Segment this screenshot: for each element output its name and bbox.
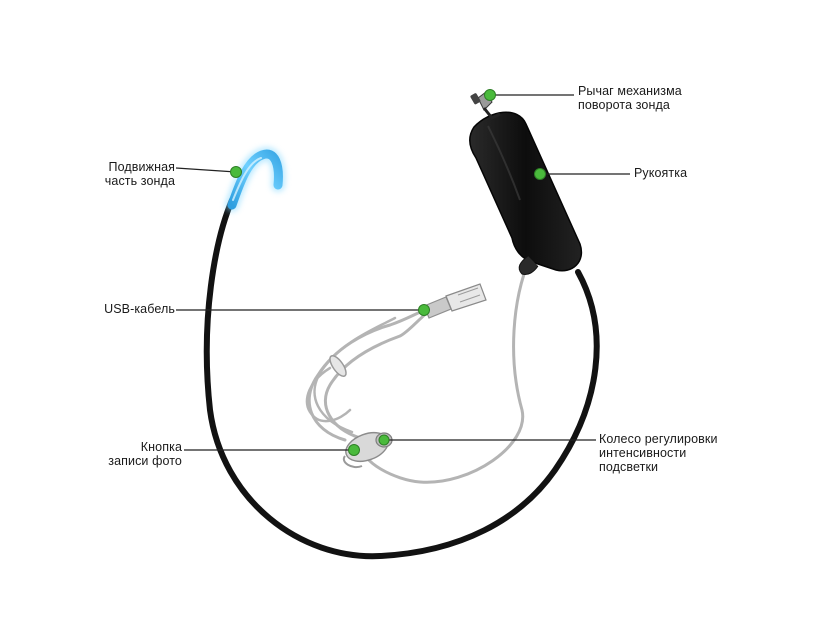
usb-cable-loop-left bbox=[305, 366, 352, 423]
marker-wheel bbox=[378, 434, 390, 446]
probe-cable bbox=[203, 197, 600, 560]
leader-line-movable bbox=[175, 167, 237, 173]
handle bbox=[469, 91, 583, 275]
label-photo-button-line-1: Кнопка bbox=[140, 440, 182, 454]
label-lever-line-1: Рычаг механизма bbox=[578, 84, 682, 98]
label-lever-line-2: поворота зонда bbox=[578, 98, 670, 112]
label-brightness-wheel-line-1: Колесо регулировки bbox=[599, 432, 718, 446]
usb-cable-coil-back bbox=[313, 316, 397, 434]
label-lever: Рычаг механизма поворота зонда bbox=[578, 84, 682, 112]
label-usb-cable-line-1: USB-кабель bbox=[104, 302, 175, 316]
label-movable-part-line-1: Подвижная bbox=[108, 160, 175, 174]
label-handle-line-1: Рукоятка bbox=[634, 166, 688, 180]
marker-handle bbox=[534, 168, 546, 180]
label-usb-cable: USB-кабель bbox=[60, 302, 175, 316]
cable-tie bbox=[329, 355, 347, 377]
leader-lines bbox=[175, 94, 630, 451]
marker-movable bbox=[230, 166, 242, 178]
marker-photo bbox=[348, 444, 360, 456]
label-brightness-wheel-line-2: интенсивности bbox=[599, 446, 687, 460]
label-brightness-wheel-line-3: подсветки bbox=[599, 460, 659, 474]
usb-cable-main bbox=[360, 256, 532, 484]
probe-tip bbox=[225, 147, 286, 212]
label-movable-part-line-2: часть зонда bbox=[104, 174, 175, 188]
label-movable-part: Подвижная часть зонда bbox=[60, 160, 175, 188]
usb-plug bbox=[423, 283, 487, 319]
label-photo-button-line-2: записи фото bbox=[108, 454, 182, 468]
label-brightness-wheel: Колесо регулировки интенсивности подсвет… bbox=[599, 432, 718, 474]
label-photo-button: Кнопка записи фото bbox=[60, 440, 182, 468]
marker-lever bbox=[484, 89, 496, 101]
usb-cable-coil-inner bbox=[323, 310, 430, 440]
label-handle: Рукоятка bbox=[634, 166, 687, 180]
markers bbox=[230, 89, 546, 456]
usb-cable bbox=[305, 256, 532, 484]
marker-usb bbox=[418, 304, 430, 316]
